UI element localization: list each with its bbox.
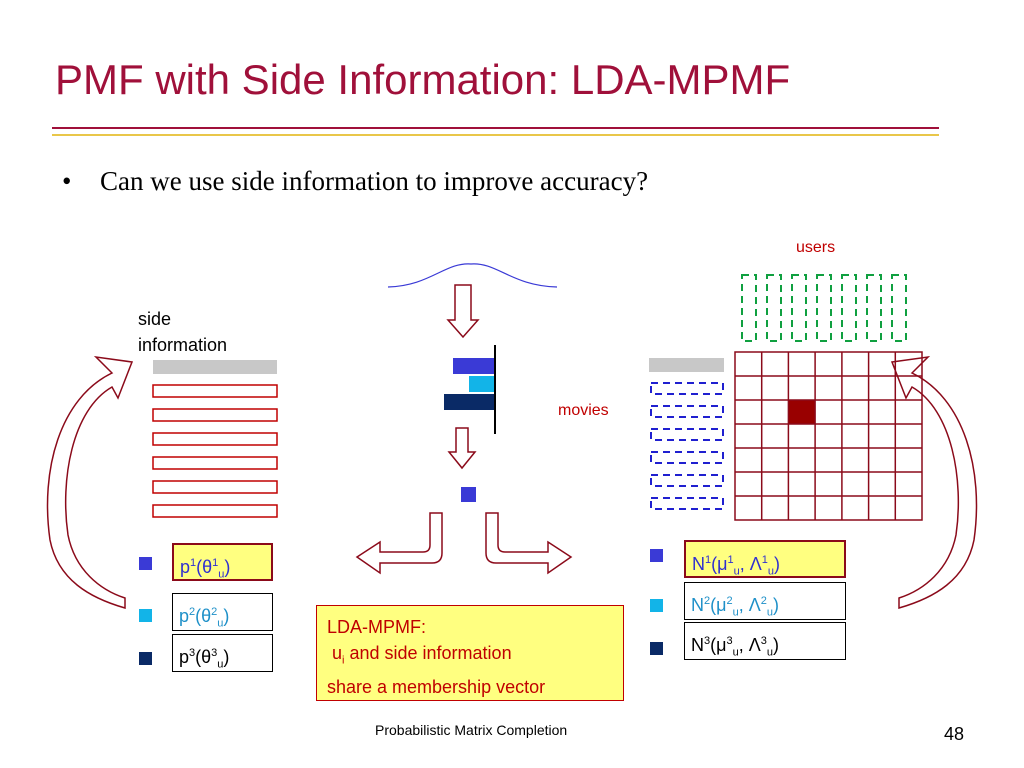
side-info-label-line2: information <box>138 335 228 355</box>
down-arrow-middle <box>447 427 477 470</box>
gauss-dist-formula: N2(μ2u, Λ2u) <box>691 595 780 619</box>
side-dist-formula: p2(θ2u) <box>179 606 230 630</box>
movie-row <box>650 497 724 510</box>
gauss-dist-box-3: N3(μ3u, Λ3u) <box>684 622 846 660</box>
gaussian-curve <box>387 263 558 288</box>
side-info-row <box>152 384 278 398</box>
side-info-row <box>152 432 278 446</box>
side-info-row <box>152 408 278 422</box>
gauss-dist-box-2: N2(μ2u, Λ2u) <box>684 582 846 620</box>
membership-square-3 <box>139 652 152 665</box>
user-column <box>866 274 882 342</box>
slide-title: PMF with Side Information: LDA-MPMF <box>55 56 791 103</box>
gauss-dist-formula: N1(μ1u, Λ1u) <box>692 554 781 578</box>
membership-square-1 <box>139 557 152 570</box>
user-column <box>741 274 757 342</box>
note-line-2: ui and side information <box>332 643 512 667</box>
movie-row <box>650 382 724 395</box>
bullet-dot: • <box>62 166 72 196</box>
split-arrow-left <box>355 512 443 575</box>
note-line-3: share a membership vector <box>327 676 546 697</box>
user-column <box>791 274 807 342</box>
membership-square-1 <box>650 549 663 562</box>
user-column <box>766 274 782 342</box>
note-line-1: LDA-MPMF: <box>327 617 426 637</box>
side-info-label-line1: side <box>138 309 172 329</box>
rating-matrix-highlight-cell <box>788 400 816 424</box>
user-column <box>891 274 907 342</box>
membership-sample-square <box>461 487 476 502</box>
rating-matrix-border <box>734 351 923 521</box>
user-column <box>816 274 832 342</box>
down-arrow-top <box>446 284 480 339</box>
rating-matrix <box>734 351 923 521</box>
movie-row <box>650 405 724 418</box>
user-column <box>841 274 857 342</box>
side-dist-box-2: p2(θ2u) <box>172 593 273 631</box>
membership-square-2 <box>139 609 152 622</box>
users-label: users <box>796 239 836 256</box>
split-arrow-right <box>485 512 573 575</box>
gauss-dist-formula: N3(μ3u, Λ3u) <box>691 635 780 659</box>
bullet-text: Can we use side information to improve a… <box>100 166 649 196</box>
side-dist-formula: p1(θ1u) <box>180 557 231 581</box>
side-info-rows <box>152 384 278 518</box>
title-rule-red <box>52 127 939 129</box>
user-columns <box>741 274 907 342</box>
movie-row <box>650 451 724 464</box>
side-info-row <box>152 504 278 518</box>
lda-mpmf-note: LDA-MPMF: ui and side information share … <box>316 605 624 701</box>
page-number: 48 <box>944 724 965 744</box>
side-dist-formula: p3(θ3u) <box>179 647 230 671</box>
membership-bar-3 <box>444 394 494 410</box>
movie-rows <box>650 382 724 510</box>
bullet-item: • Can we use side information to improve … <box>62 166 648 197</box>
side-info-header <box>153 360 277 374</box>
slide-footer: Probabilistic Matrix Completion <box>375 722 568 738</box>
side-dist-box-3: p3(θ3u) <box>172 634 273 672</box>
side-info-row <box>152 456 278 470</box>
side-info-row <box>152 480 278 494</box>
side-dist-box-1: p1(θ1u) <box>172 543 273 581</box>
membership-square-2 <box>650 599 663 612</box>
movie-header <box>649 358 724 372</box>
left-curved-arrow <box>46 355 134 609</box>
movie-row <box>650 428 724 441</box>
gauss-dist-box-1: N1(μ1u, Λ1u) <box>684 540 846 578</box>
membership-bar-1 <box>453 358 494 374</box>
title-rule-gold <box>52 134 939 136</box>
membership-bar-2 <box>469 376 494 392</box>
right-curved-arrow <box>890 355 978 609</box>
movie-row <box>650 474 724 487</box>
membership-square-3 <box>650 642 663 655</box>
movies-label: movies <box>558 402 609 419</box>
